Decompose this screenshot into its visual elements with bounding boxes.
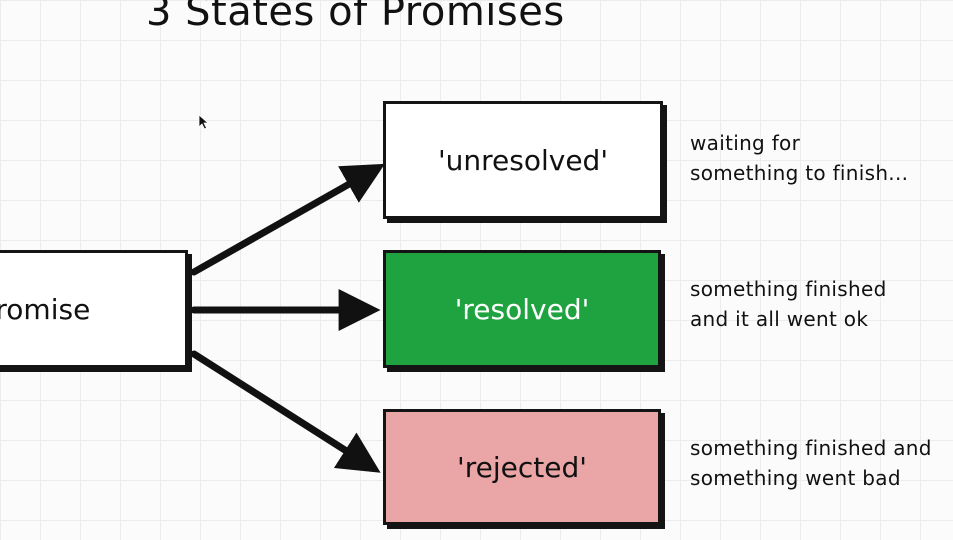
description-line: something to finish... [690, 161, 909, 185]
description-line: and it all went ok [690, 307, 869, 331]
description-line: waiting for [690, 131, 801, 155]
description-line: something finished [690, 277, 887, 301]
page-title: 3 States of Promises [146, 0, 565, 35]
description-rejected: something finished and something went ba… [690, 433, 932, 493]
description-resolved: something finished and it all went ok [690, 274, 887, 334]
promise-label: Promise [0, 292, 91, 326]
state-box-resolved: 'resolved' [383, 250, 661, 368]
description-line: something went bad [690, 466, 901, 490]
arrow-to-unresolved [190, 163, 385, 276]
state-box-rejected: 'rejected' [383, 409, 661, 525]
state-label-rejected: 'rejected' [457, 450, 587, 484]
arrow-to-rejected [190, 350, 381, 473]
promise-box: Promise [0, 250, 188, 368]
description-line: something finished and [690, 436, 932, 460]
state-box-unresolved: 'unresolved' [383, 101, 663, 219]
state-label-unresolved: 'unresolved' [437, 143, 609, 177]
description-unresolved: waiting for something to finish... [690, 128, 908, 188]
mouse-cursor-icon [198, 114, 210, 130]
state-label-resolved: 'resolved' [454, 292, 590, 326]
